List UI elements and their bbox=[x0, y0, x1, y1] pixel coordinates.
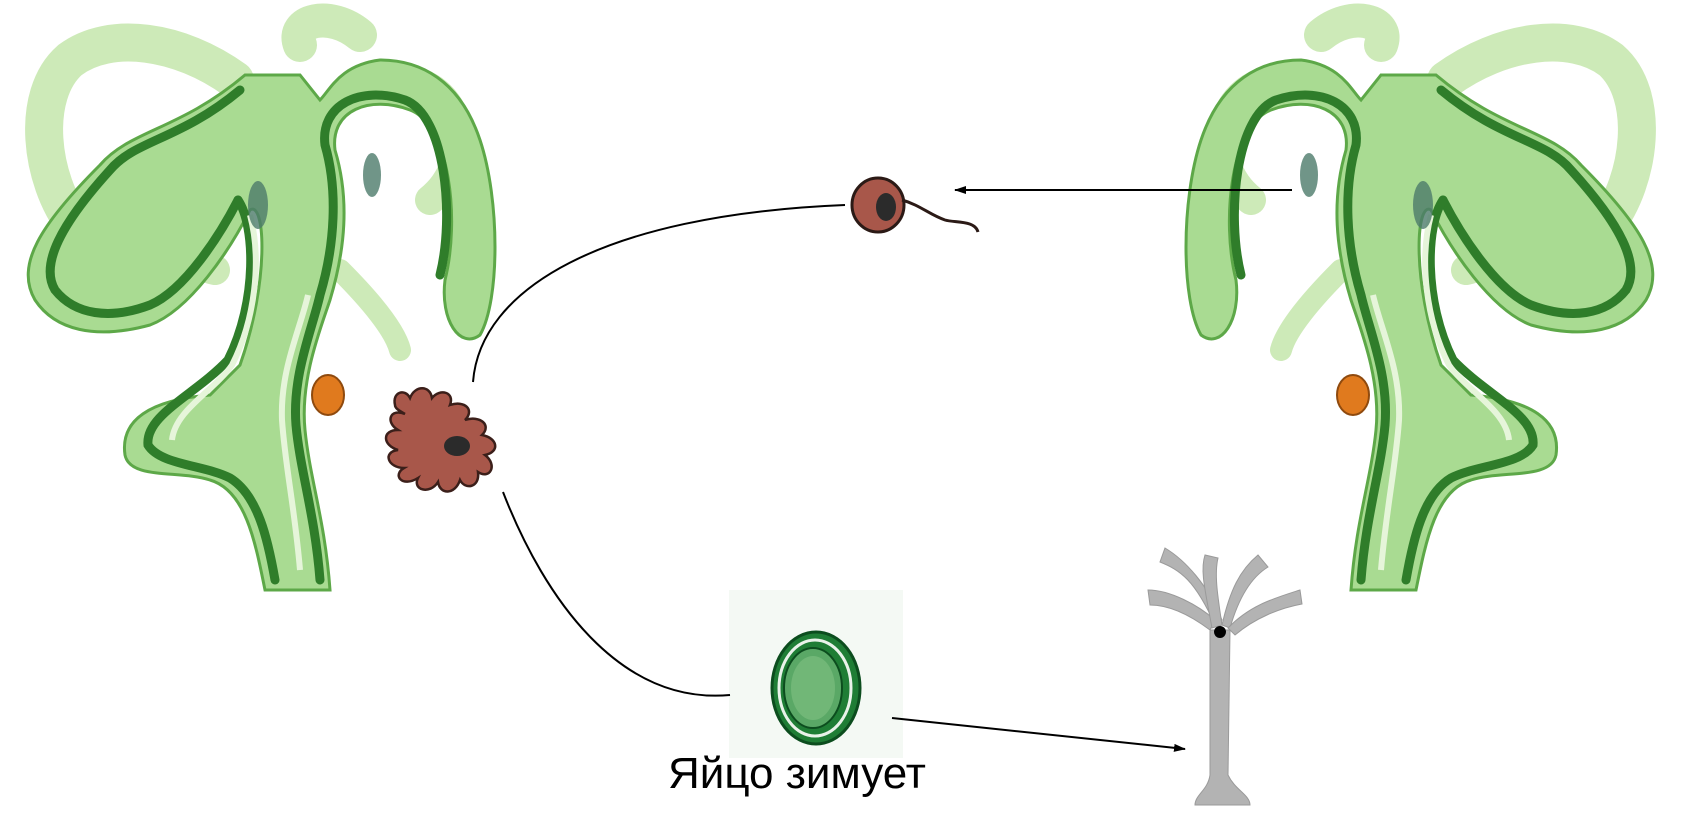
hydra-right-icon bbox=[1186, 21, 1653, 590]
hydra-left-icon bbox=[28, 21, 495, 590]
egg-cell-icon bbox=[386, 388, 495, 491]
young-hydra-icon bbox=[1148, 548, 1302, 805]
winter-egg-caption: Яйцо зимует bbox=[668, 752, 968, 796]
egg-to-sperm-curve bbox=[473, 205, 845, 382]
winter-egg-icon bbox=[729, 590, 903, 758]
sperm-cell-icon bbox=[852, 178, 978, 232]
winter-egg-to-young-hydra-arrow bbox=[892, 718, 1185, 749]
egg-to-winter-egg-curve bbox=[503, 492, 730, 696]
